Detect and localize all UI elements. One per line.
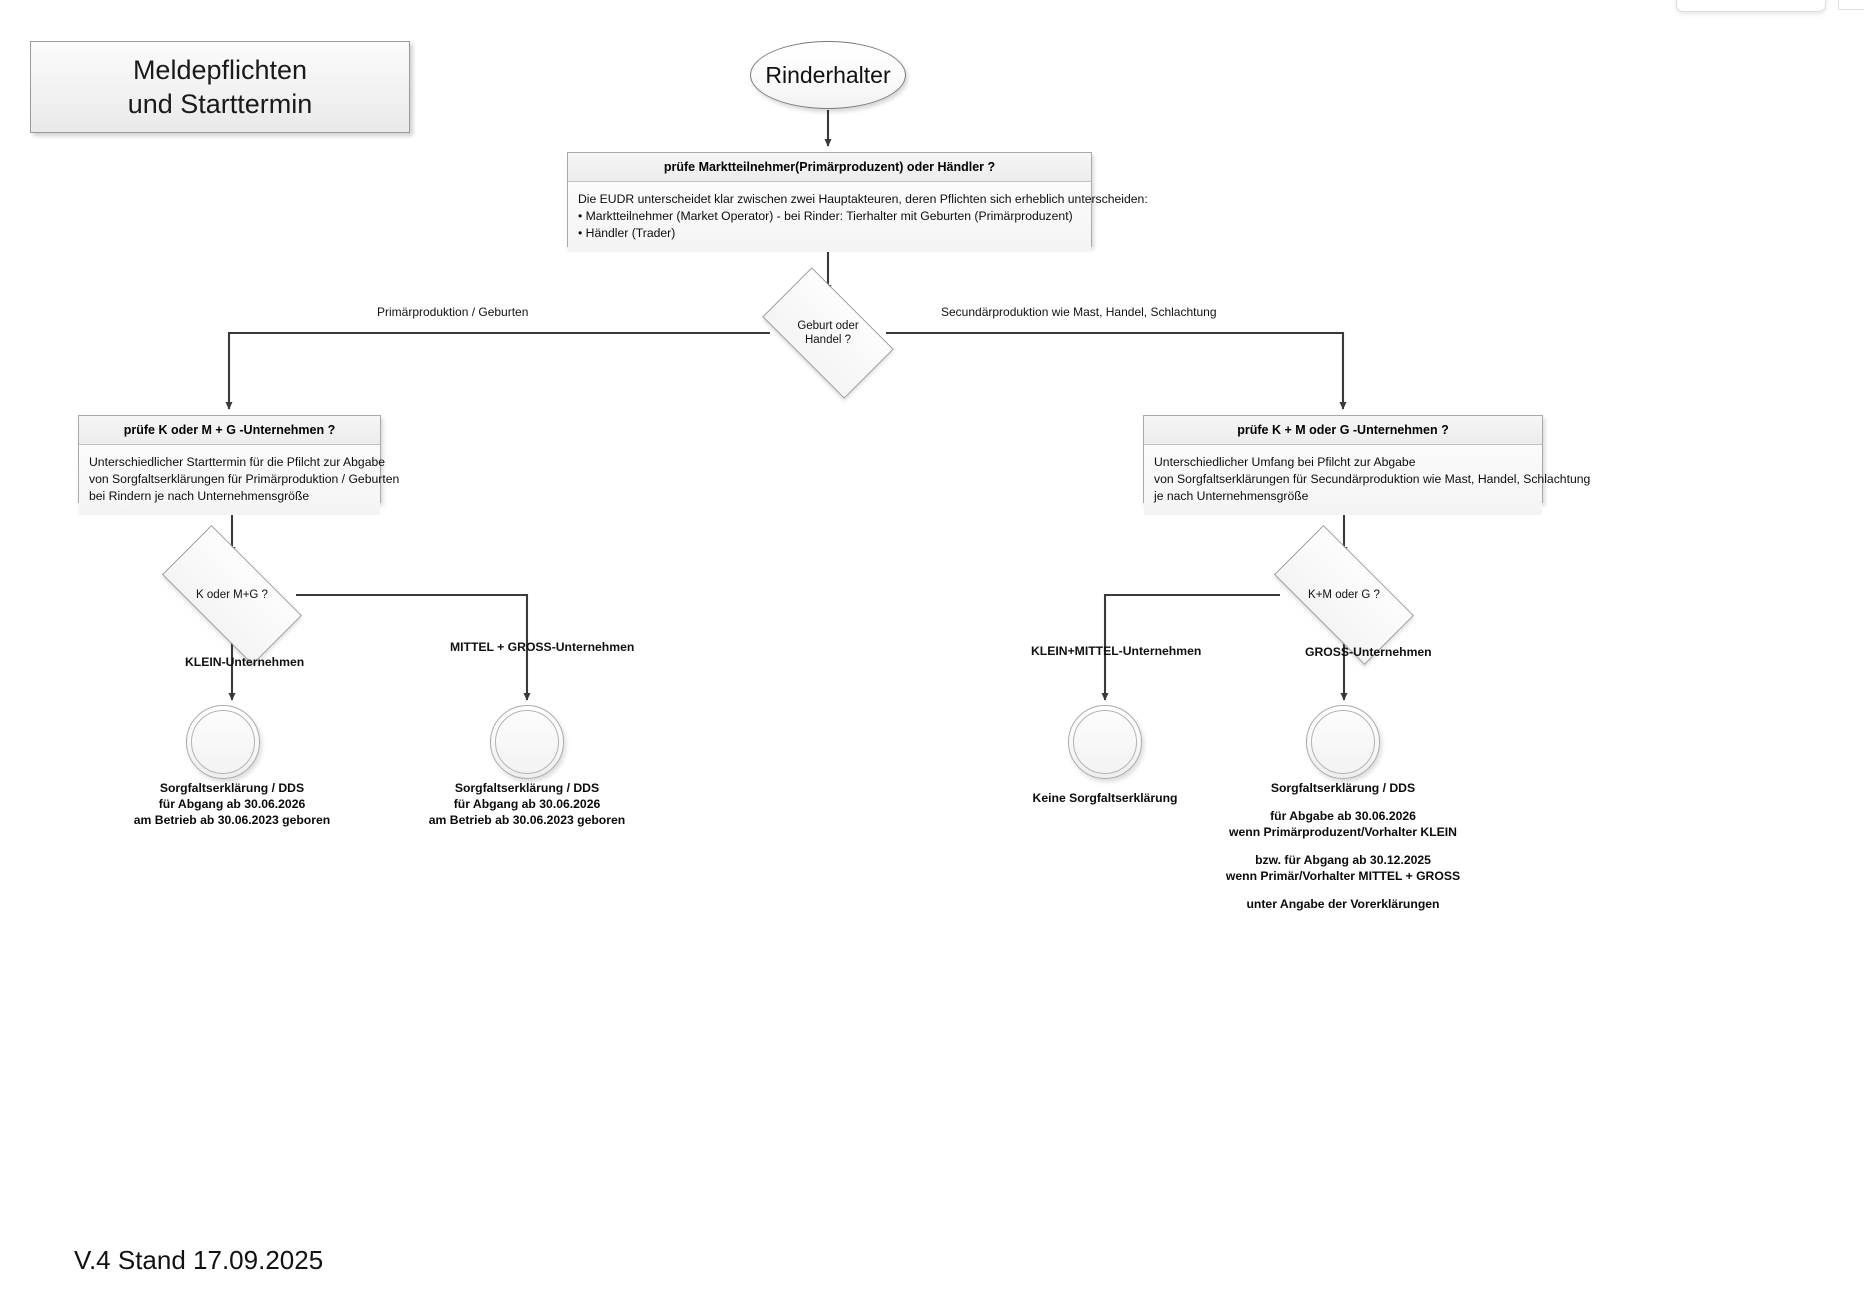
terminal-caption-klein-mittel: Keine Sorgfaltserklärung (905, 790, 1305, 806)
terminal-mittelgross-line-1: Sorgfaltserklärung / DDS (454, 781, 600, 795)
process-main-body: Die EUDR unterscheidet klar zwischen zwe… (568, 182, 1148, 252)
window-fragment-panel (1676, 0, 1826, 12)
process-right-header: prüfe K + M oder G -Unternehmen ? (1144, 416, 1542, 445)
title-line-2: und Starttermin (127, 89, 313, 119)
decision-top-label-line-1: Geburt oder (797, 320, 859, 332)
process-right-body-line-1: Unterschiedlicher Umfang bei Pfilcht zur… (1154, 455, 1416, 469)
process-right-body-line-2: von Sorgfaltserklärungen für Secundärpro… (1154, 472, 1591, 486)
process-left-body-line-3: bei Rindern je nach Unternehmensgröße (89, 489, 310, 503)
process-left-header: prüfe K oder M + G -Unternehmen ? (79, 416, 380, 445)
edge-label-klein-unternehmen: KLEIN-Unternehmen (185, 655, 305, 669)
process-main-body-line-2: • Marktteilnehmer (Market Operator) - be… (578, 209, 1073, 223)
decision-k-oder-mg[interactable]: K oder M+G ? (161, 524, 303, 666)
terminal-gross-line-4: bzw. für Abgang ab 30.12.2025 (1255, 853, 1431, 867)
terminal-gross-line-3: wenn Primärproduzent/Vorhalter KLEIN (1229, 825, 1457, 839)
terminal-gross-line-2: für Abgabe ab 30.06.2026 (1270, 809, 1416, 823)
terminal-klein-line-2: für Abgang ab 30.06.2026 (158, 797, 306, 811)
terminal-gross-line-5: wenn Primär/Vorhalter MITTEL + GROSS (1225, 869, 1461, 883)
caption-spacer (1143, 840, 1543, 852)
process-left-body-line-1: Unterschiedlicher Starttermin für die Pf… (89, 455, 386, 469)
decision-left-label: K oder M+G ? (196, 589, 268, 601)
window-fragment-panel-secondary (1838, 0, 1864, 10)
edge-label-klein-mittel-unternehmen: KLEIN+MITTEL-Unternehmen (1031, 644, 1202, 658)
edge-label-primaerproduktion: Primärproduktion / Geburten (377, 305, 529, 319)
start-node-label: Rinderhalter (765, 61, 891, 88)
terminal-mittelgross-line-3: am Betrieb ab 30.06.2023 geboren (428, 813, 626, 827)
terminal-caption-gross: Sorgfaltserklärung / DDS für Abgabe ab 3… (1143, 780, 1543, 912)
process-box-km-oder-g[interactable]: prüfe K + M oder G -Unternehmen ? Unters… (1143, 415, 1590, 515)
process-main-body-line-1: Die EUDR unterscheidet klar zwischen zwe… (578, 192, 1148, 206)
terminal-klein-line-1: Sorgfaltserklärung / DDS (159, 781, 305, 795)
process-main-body-line-3: • Händler (Trader) (578, 226, 676, 240)
terminal-klein-line-3: am Betrieb ab 30.06.2023 geboren (133, 813, 331, 827)
decision-top-label: Geburt oder Handel ? (797, 319, 858, 347)
footer-version: V.4 Stand 17.09.2025 (74, 1245, 324, 1275)
process-box-k-oder-mg[interactable]: prüfe K oder M + G -Unternehmen ? Unters… (78, 415, 399, 515)
decision-right-label: K+M oder G ? (1308, 589, 1380, 601)
process-right-body-line-3: je nach Unternehmensgröße (1154, 489, 1309, 503)
terminal-node-klein[interactable] (186, 705, 260, 779)
terminal-node-mittel-gross[interactable] (490, 705, 564, 779)
process-main-header: prüfe Marktteilnehmer(Primärproduzent) o… (568, 153, 1091, 182)
edge-label-mittel-gross-unternehmen: MITTEL + GROSS-Unternehmen (450, 640, 635, 654)
terminal-caption-mittel-gross: Sorgfaltserklärung / DDS für Abgang ab 3… (327, 780, 727, 828)
process-box-marktteilnehmer[interactable]: prüfe Marktteilnehmer(Primärproduzent) o… (567, 152, 1148, 252)
caption-spacer (1143, 796, 1543, 808)
edge-label-secundaerproduktion: Secundärproduktion wie Mast, Handel, Sch… (941, 305, 1217, 319)
terminal-node-gross[interactable] (1306, 705, 1380, 779)
terminal-node-klein-mittel[interactable] (1068, 705, 1142, 779)
decision-geburt-oder-handel[interactable]: Geburt oder Handel ? (762, 267, 894, 399)
process-left-body: Unterschiedlicher Starttermin für die Pf… (79, 445, 400, 515)
process-right-body: Unterschiedlicher Umfang bei Pfilcht zur… (1144, 445, 1591, 515)
title-legend-box: Meldepflichten und Starttermin (30, 41, 410, 133)
terminal-kleinmittel-line-1: Keine Sorgfaltserklärung (1032, 791, 1178, 805)
start-node-rinderhalter[interactable]: Rinderhalter (750, 41, 906, 109)
terminal-mittelgross-line-2: für Abgang ab 30.06.2026 (453, 797, 601, 811)
decision-top-label-line-2: Handel ? (804, 334, 852, 346)
title-line-1: Meldepflichten (132, 55, 308, 85)
decision-km-oder-g[interactable]: K+M oder G ? (1273, 524, 1415, 666)
caption-spacer (1143, 884, 1543, 896)
terminal-gross-line-6: unter Angabe der Vorerklärungen (1246, 897, 1440, 911)
edge-label-gross-unternehmen: GROSS-Unternehmen (1305, 645, 1432, 659)
process-left-body-line-2: von Sorgfaltserklärungen für Primärprodu… (89, 472, 400, 486)
terminal-gross-line-1: Sorgfaltserklärung / DDS (1270, 781, 1416, 795)
terminal-caption-klein: Sorgfaltserklärung / DDS für Abgang ab 3… (32, 780, 432, 828)
